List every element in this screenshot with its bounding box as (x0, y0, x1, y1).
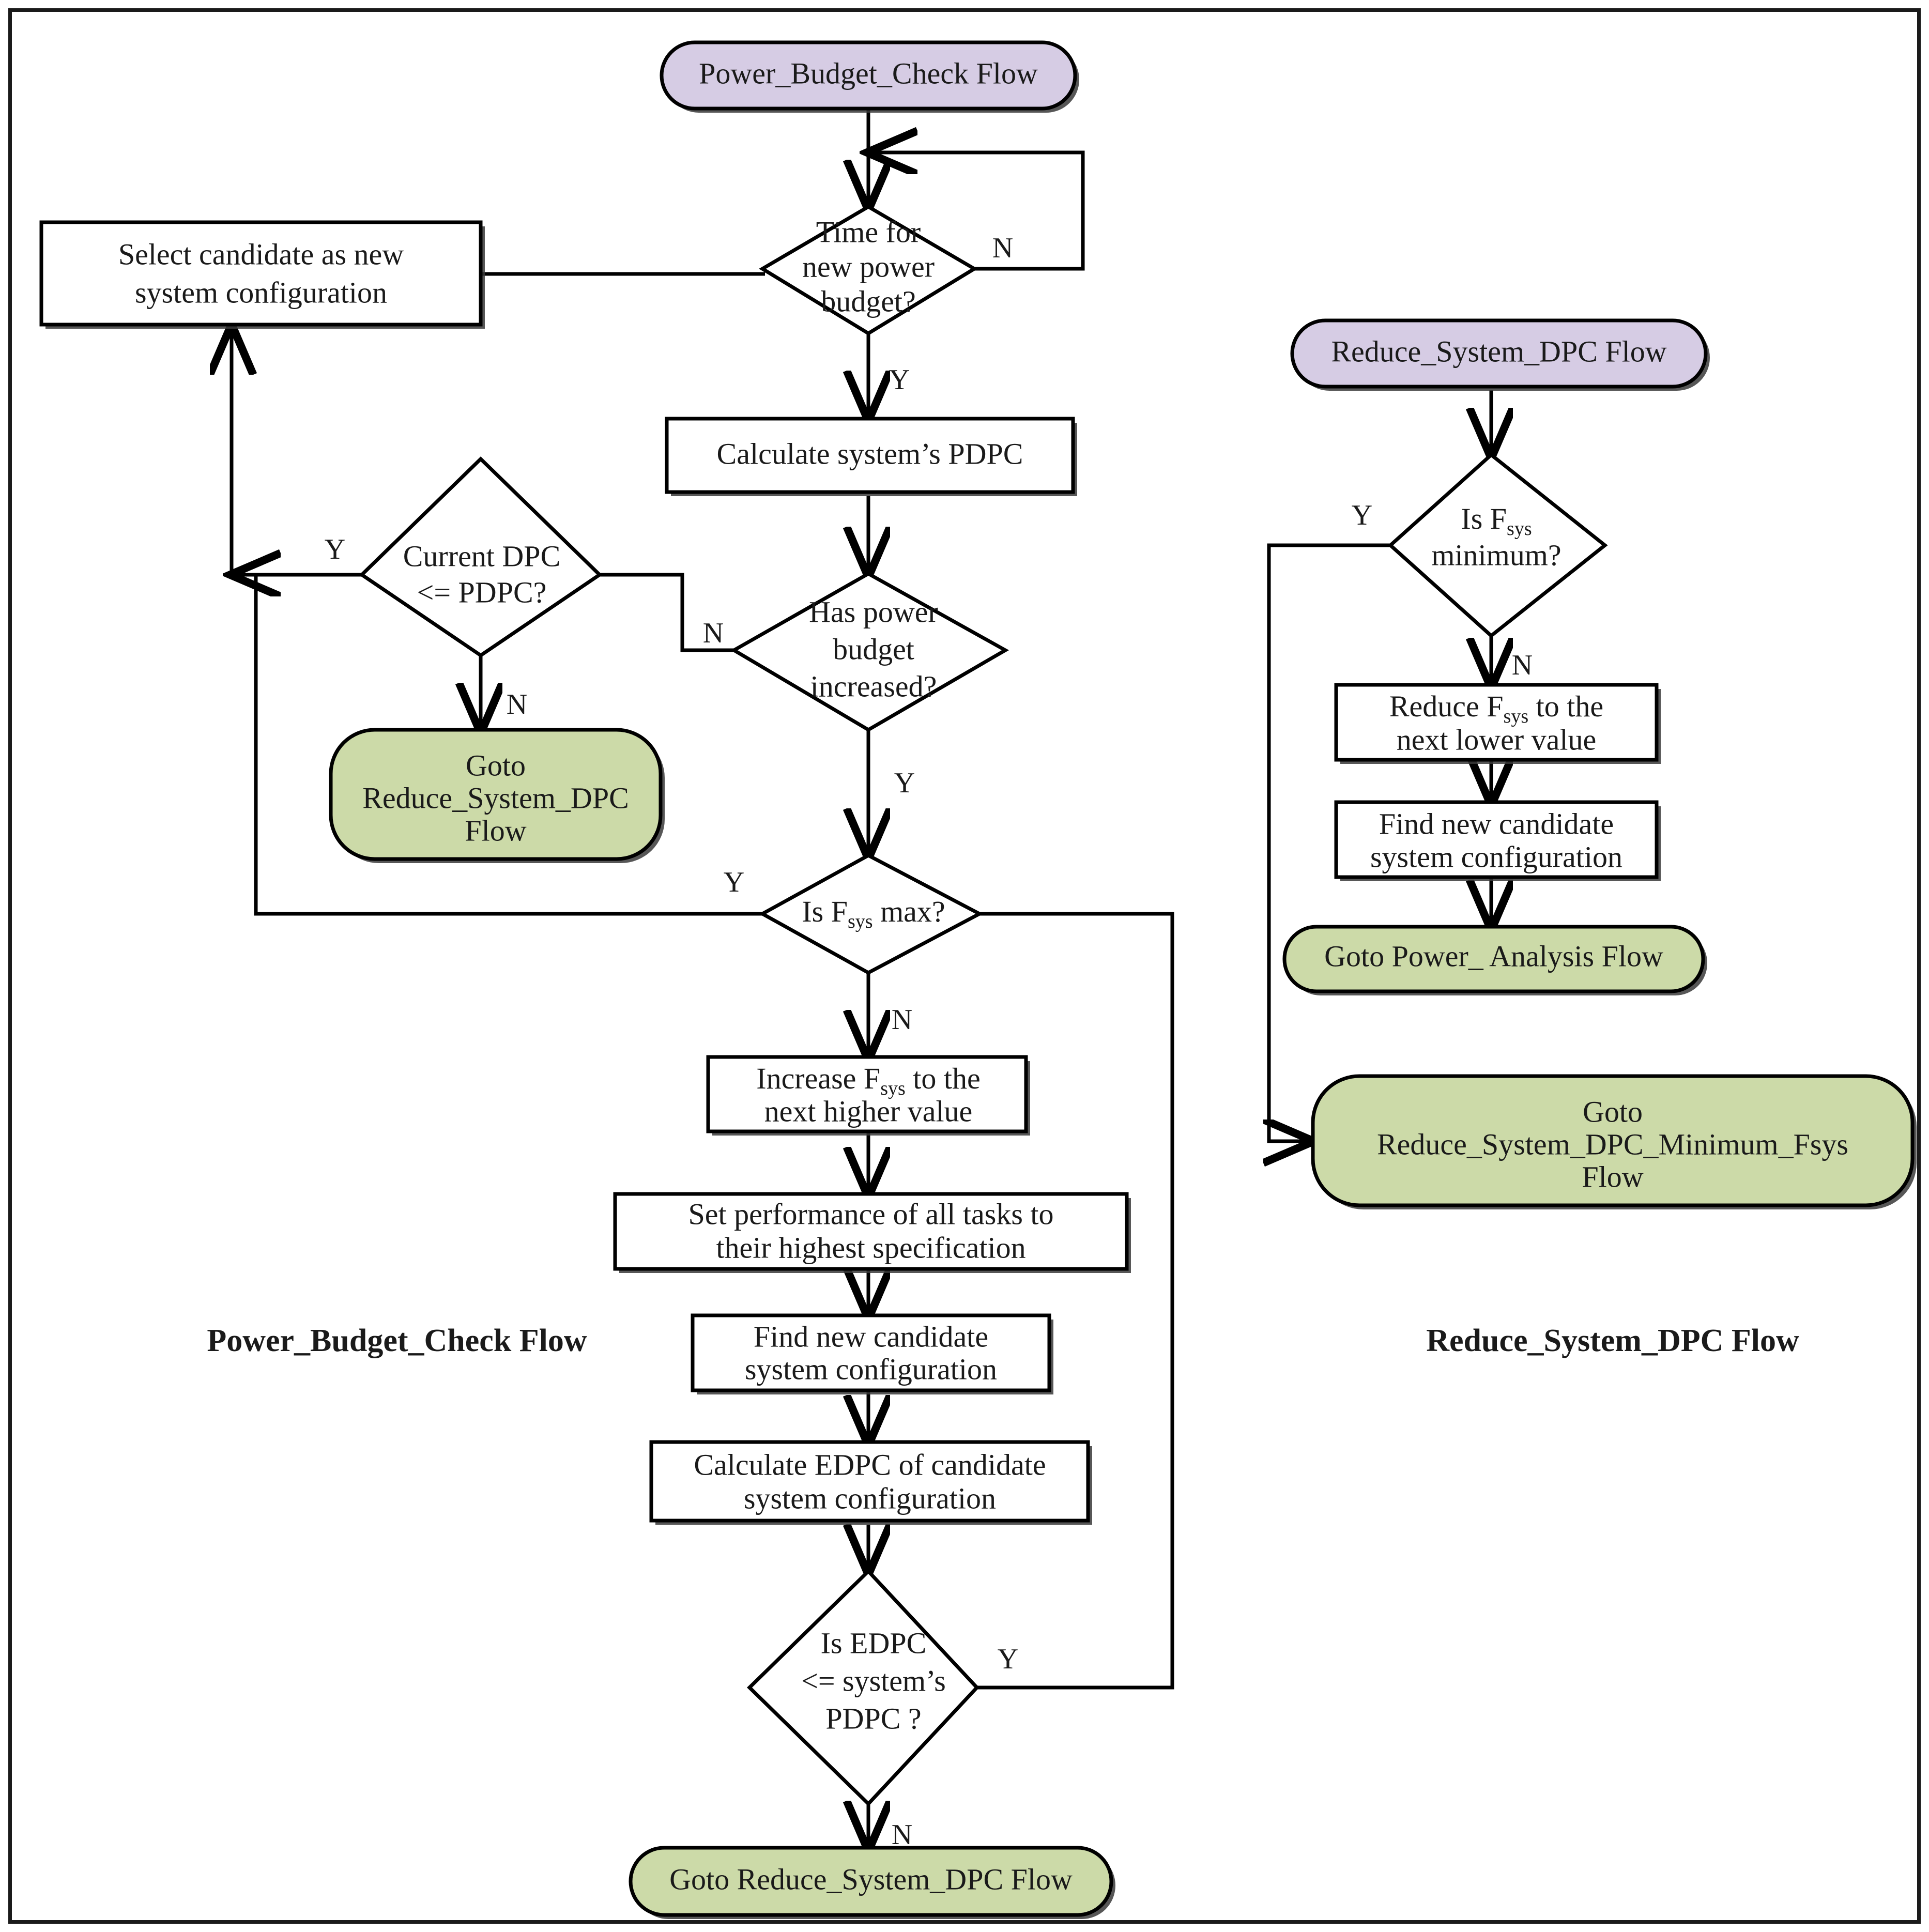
find-candidate-left-line2: system configuration (745, 1352, 997, 1386)
increase-fsys-line1: Increase Fsys to the (756, 1062, 981, 1099)
increase-fsys-suffix: to the (906, 1062, 981, 1095)
decision-time-for-new-power-budget[interactable] (759, 204, 978, 336)
edge-label-time-yes: Y (889, 364, 910, 396)
calc-edpc-line1: Calculate EDPC of candidate (694, 1448, 1046, 1481)
decision-current-dpc-le-pdpc[interactable] (359, 456, 603, 658)
decision-time-line3: budget? (821, 284, 916, 318)
caption-reduce-system-dpc-flow: Reduce_System_DPC Flow (1426, 1323, 1799, 1358)
edge-label-budget-yes: Y (894, 767, 915, 799)
terminator-goto-reduce-system-dpc-flow-2[interactable] (629, 1846, 1113, 1917)
reduce-fsys-line1: Reduce Fsys to the (1389, 689, 1603, 727)
edge-fsys-max-yes (254, 575, 765, 916)
reduce-fsys-suffix: to the (1528, 689, 1603, 723)
reduce-fsys-line2: next lower value (1397, 723, 1597, 756)
edge-label-time-no: N (992, 232, 1013, 264)
process-calculate-edpc-candidate[interactable] (649, 1440, 1090, 1523)
decision-currentdpc-line2: <= PDPC? (417, 575, 547, 609)
reduce-fsys-sub: sys (1504, 706, 1529, 727)
edge-label-currentdpc-yes: Y (325, 533, 345, 565)
decision-currentdpc-line1: Current DPC (403, 539, 561, 573)
process-set-performance-all-tasks[interactable] (613, 1192, 1129, 1271)
decision-fsysmax-label: Is Fsys max? (802, 895, 945, 932)
edge-edpc-yes-loop (975, 912, 1174, 1690)
decision-fsysmin-sub: sys (1507, 518, 1532, 540)
process-calculate-system-pdpc[interactable] (665, 417, 1075, 494)
increase-fsys-sub: sys (880, 1078, 906, 1099)
decision-is-edpc-le-pdpc[interactable] (746, 1568, 979, 1807)
page-border (8, 8, 1921, 1924)
calc-pdpc-label: Calculate system’s PDPC (717, 437, 1023, 470)
goto-reduce1-line3: Flow (465, 814, 526, 847)
decision-edpc-line1: Is EDPC (821, 1626, 927, 1660)
set-perf-line1: Set performance of all tasks to (688, 1197, 1053, 1231)
left-start-label: Power_Budget_Check Flow (699, 56, 1038, 90)
set-perf-line2: their highest specification (716, 1231, 1025, 1264)
increase-fsys-prefix: Increase F (756, 1062, 880, 1095)
select-candidate-line1: Select candidate as new (118, 237, 404, 271)
find-candidate-right-line2: system configuration (1370, 840, 1622, 873)
goto-reduce2-label: Goto Reduce_System_DPC Flow (669, 1862, 1073, 1896)
find-candidate-left-line1: Find new candidate (754, 1320, 988, 1353)
edge-time-check-no-loop (874, 150, 1085, 271)
edge-label-fsysmax-no: N (892, 1004, 912, 1036)
goto-min-fsys-line3: Flow (1582, 1160, 1643, 1193)
decision-fsysmax-suffix: max? (873, 895, 945, 928)
process-increase-fsys-next-higher[interactable] (706, 1055, 1028, 1133)
terminator-goto-reduce-system-dpc-flow-1[interactable] (329, 728, 663, 861)
increase-fsys-line2: next higher value (764, 1094, 973, 1128)
edge-label-edpc-no: N (892, 1819, 912, 1851)
reduce-fsys-prefix: Reduce F (1389, 689, 1504, 723)
edge-label-currentdpc-no: N (507, 688, 527, 720)
process-find-new-candidate-config-right[interactable] (1334, 800, 1659, 879)
caption-power-budget-check-flow: Power_Budget_Check Flow (207, 1323, 587, 1358)
edge-label-fsysmin-no: N (1512, 649, 1533, 681)
goto-reduce1-line1: Goto (466, 748, 526, 782)
calc-edpc-line2: system configuration (744, 1481, 996, 1515)
decision-time-line2: new power (802, 250, 935, 283)
process-reduce-fsys-next-lower[interactable] (1334, 683, 1659, 762)
terminator-goto-reduce-system-dpc-minimum-fsys-flow[interactable] (1311, 1074, 1915, 1207)
edge-label-fsysmax-yes: Y (724, 866, 744, 898)
right-start-terminator[interactable] (1290, 318, 1708, 389)
goto-power-analysis-label: Goto Power_ Analysis Flow (1324, 939, 1663, 973)
left-start-terminator[interactable] (660, 40, 1077, 111)
decision-time-line1: Time for (816, 215, 921, 249)
decision-has-power-budget-increased[interactable] (730, 571, 1009, 732)
decision-budget-line1: Has power (809, 595, 938, 628)
decision-is-fsys-max[interactable] (758, 853, 984, 975)
decision-is-fsys-minimum[interactable] (1387, 452, 1608, 638)
goto-min-fsys-line2: Reduce_System_DPC_Minimum_Fsys (1377, 1127, 1848, 1161)
decision-edpc-line3: PDPC ? (825, 1701, 921, 1735)
goto-reduce1-line2: Reduce_System_DPC (362, 781, 629, 815)
edge-label-fsysmin-yes: Y (1352, 499, 1372, 531)
right-start-label: Reduce_System_DPC Flow (1331, 334, 1666, 368)
decision-fsysmin-prefix: Is F (1461, 502, 1507, 535)
decision-fsysmax-prefix: Is F (802, 895, 848, 928)
decision-fsysmin-line1: Is Fsys (1461, 502, 1532, 539)
select-candidate-line2: system configuration (135, 275, 387, 309)
process-find-new-candidate-config-left[interactable] (691, 1313, 1051, 1392)
edge-budget-no-to-current-dpc (600, 573, 737, 652)
find-candidate-right-line1: Find new candidate (1379, 807, 1614, 840)
decision-budget-line2: budget (833, 632, 914, 666)
goto-min-fsys-line1: Goto (1583, 1095, 1643, 1128)
edge-label-budget-no: N (703, 617, 724, 649)
edge-label-edpc-yes: Y (998, 1643, 1018, 1675)
decision-fsysmin-line2: minimum? (1431, 538, 1561, 572)
terminator-goto-power-analysis-flow[interactable] (1282, 925, 1705, 993)
process-select-candidate-as-new-config[interactable] (39, 220, 483, 327)
decision-fsysmax-sub: sys (848, 911, 873, 932)
decision-edpc-line2: <= system’s (801, 1664, 946, 1697)
decision-budget-line3: increased? (810, 669, 937, 703)
